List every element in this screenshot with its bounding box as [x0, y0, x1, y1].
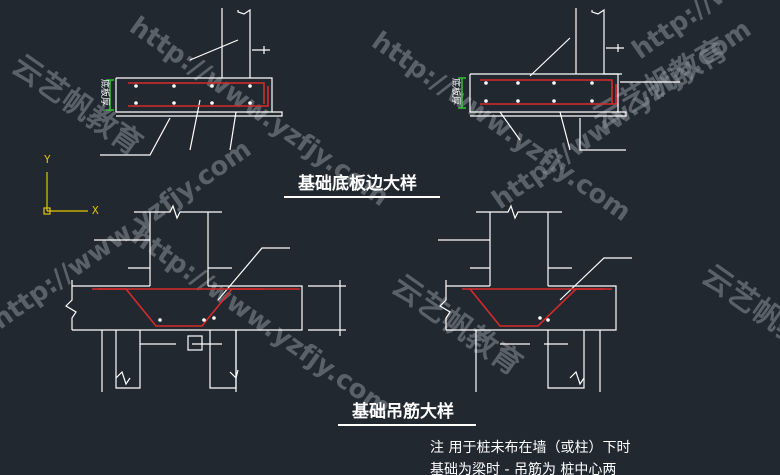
slab-edge-detail-left: [100, 8, 283, 156]
rebar-dot: [202, 318, 206, 322]
rebar-dot: [590, 99, 594, 103]
leader-line: [189, 39, 239, 61]
wall-outline: [237, 8, 251, 78]
ucs-origin: [43, 207, 51, 215]
rebar-dot: [172, 84, 176, 88]
hanger-rebar-right: [462, 288, 612, 327]
rebar-dot: [210, 84, 214, 88]
rebar-right: [480, 79, 617, 105]
hanger-rebar-dots-left: [158, 316, 216, 322]
break-line: [134, 204, 222, 220]
break-line: [439, 280, 451, 330]
watermark-brand: 云艺帆教育: [695, 258, 780, 373]
rebar-bottom: [480, 84, 617, 105]
rebar-dots-right: [484, 81, 594, 103]
rebar-dot: [516, 81, 520, 85]
leader-line: [189, 99, 201, 151]
thickness-dimension-left: [106, 79, 114, 111]
leader-line: [559, 257, 632, 301]
leader-line: [559, 111, 571, 151]
pile-outline: [115, 330, 141, 389]
rebar-dot: [134, 84, 138, 88]
hanger-rebar-left: [92, 288, 300, 327]
ucs-y-label: Y: [44, 153, 51, 166]
watermark-url: http://www.yzfjy.com: [126, 221, 396, 423]
rebar-dot: [552, 81, 556, 85]
watermark-brand: 云艺帆教育: [5, 48, 148, 163]
rebar-dot: [484, 81, 488, 85]
slab-thickness-label: 底板厚: [450, 78, 462, 105]
rebar-dot: [538, 316, 542, 320]
wall-outline: [591, 8, 622, 75]
ucs-icon: [43, 172, 88, 215]
watermark-layer: http://www.yzfjy.com http://www.yzfjy.co…: [0, 0, 780, 423]
rebar-left: [128, 82, 269, 107]
slab-edge: [116, 111, 283, 117]
rebar-dot: [484, 99, 488, 103]
rebar-top: [128, 82, 265, 104]
pile-marker: [187, 335, 203, 351]
note-line-2: 基础为梁时 - 吊筋为 桩中心两: [430, 461, 616, 475]
rebar-top: [480, 79, 613, 104]
rebar-dot: [158, 318, 162, 322]
slab-edge-detail-right: [469, 8, 680, 151]
leader-line: [217, 247, 290, 301]
leader-line: [579, 118, 626, 151]
ucs-x-label: X: [92, 204, 99, 217]
rebar-bottom: [128, 86, 269, 107]
rebar-dot: [210, 101, 214, 105]
slab-edge: [470, 111, 627, 117]
rebar-dot: [134, 101, 138, 105]
leader-line: [529, 37, 571, 77]
slab-thickness-label: 底板厚: [99, 79, 111, 106]
hanger-detail-title: 基础吊筋大样: [351, 401, 454, 422]
leader-line: [229, 111, 237, 151]
hanger-detail-left: [65, 204, 346, 392]
rebar-dot: [248, 84, 252, 88]
break-line: [65, 280, 77, 330]
break-line: [115, 370, 131, 386]
hanger-detail-right: [438, 204, 632, 392]
leader-line: [100, 117, 171, 156]
break-line: [229, 369, 239, 380]
pile-outline: [547, 330, 585, 389]
pile-outline: [209, 330, 237, 389]
rebar-dot: [552, 99, 556, 103]
edge-detail-title: 基础底板边大样: [297, 173, 417, 194]
rebar-dot: [546, 318, 550, 322]
rebar-dot: [172, 101, 176, 105]
rebar-dot: [212, 316, 216, 320]
thickness-dimension-right: [458, 77, 466, 109]
beam-outline: [446, 285, 617, 331]
hanger-rebar-dots-right: [538, 316, 550, 322]
hanger-bar: [469, 288, 604, 327]
rebar-dots-left: [134, 84, 252, 105]
leader-line: [499, 111, 521, 141]
rebar-dot: [516, 99, 520, 103]
break-line: [569, 370, 585, 386]
break-line: [476, 204, 562, 220]
hanger-bar: [98, 288, 264, 327]
rebar-dot: [590, 81, 594, 85]
rebar-dot: [248, 101, 252, 105]
note-line-1: 注 用于桩未布在墙（或柱）下时: [430, 439, 630, 456]
beam-outline: [72, 285, 303, 331]
